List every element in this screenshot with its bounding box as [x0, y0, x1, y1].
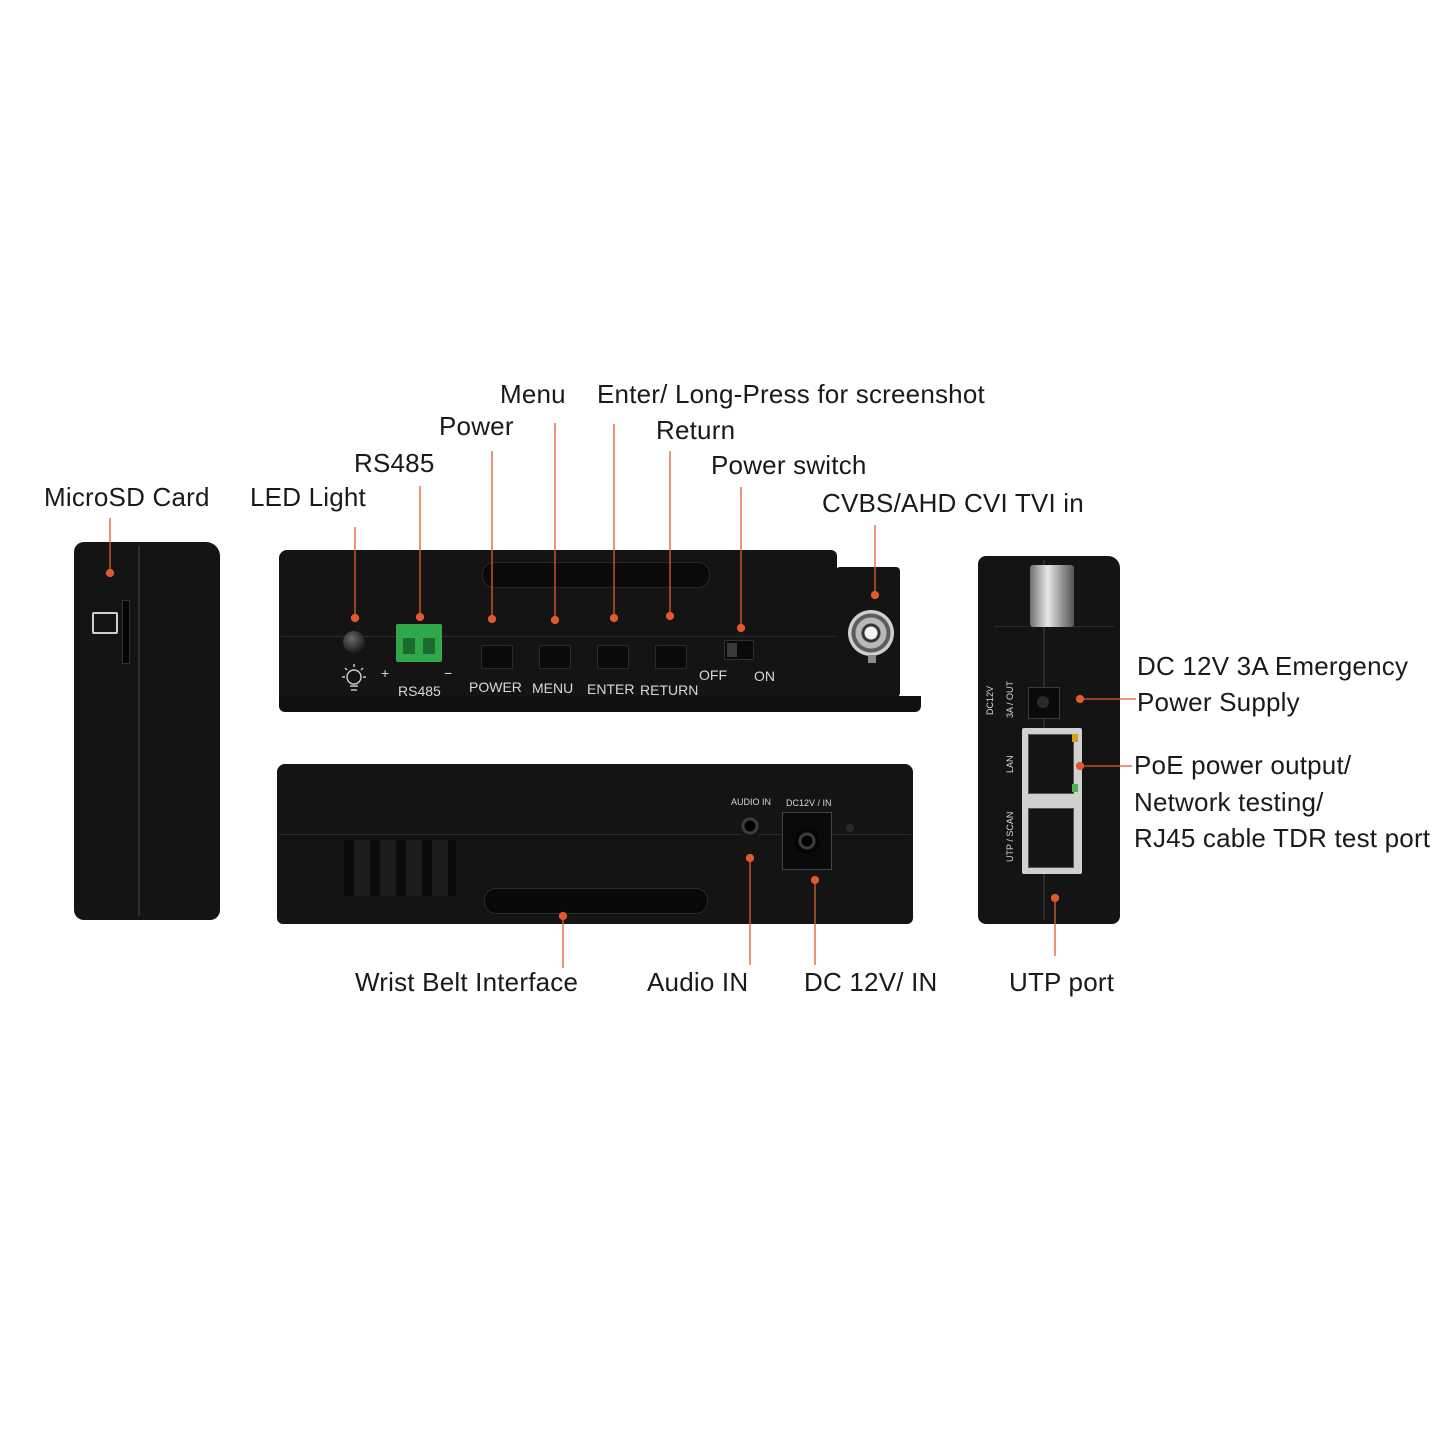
microsd-slot[interactable]	[122, 600, 130, 664]
label-poe-line-1: PoE power output/	[1134, 750, 1352, 780]
bottom-view-vents	[344, 840, 456, 896]
silk-rs485: RS485	[398, 683, 441, 699]
rj45-block	[1022, 728, 1082, 874]
label-cvbs-in: CVBS/AHD CVI TVI in	[822, 488, 1084, 518]
lan-led-amber	[1072, 784, 1078, 792]
return-button[interactable]	[655, 645, 687, 669]
label-audio-in: Audio IN	[647, 967, 749, 997]
lan-port[interactable]	[1028, 734, 1074, 794]
power-button[interactable]	[481, 645, 513, 669]
label-utp-port: UTP port	[1009, 967, 1115, 997]
menu-button[interactable]	[539, 645, 571, 669]
label-dc-emergency-line-1: DC 12V 3A Emergency	[1137, 651, 1409, 681]
bnc-connector[interactable]	[848, 610, 894, 656]
label-power: Power	[439, 411, 514, 441]
left-side-seam	[138, 546, 140, 916]
label-wrist-belt: Wrist Belt Interface	[355, 967, 579, 997]
enter-button[interactable]	[597, 645, 629, 669]
silk-on: ON	[754, 668, 775, 684]
audio-in-jack[interactable]	[738, 814, 762, 838]
utp-port[interactable]	[1028, 808, 1074, 868]
top-view-groove	[482, 562, 710, 588]
left-side-view	[74, 542, 220, 920]
silk-plus: +	[381, 665, 390, 681]
label-enter: Enter/ Long-Press for screenshot	[597, 379, 985, 409]
silk-off: OFF	[699, 667, 727, 683]
bnc-side-connector[interactable]	[1030, 565, 1074, 627]
dc-out-jack[interactable]	[1028, 687, 1060, 719]
microsd-card-icon	[92, 612, 118, 634]
label-led-light: LED Light	[250, 482, 366, 512]
label-poe-line-2: Network testing/	[1134, 787, 1324, 817]
silk-enter: ENTER	[587, 681, 635, 697]
label-return: Return	[656, 415, 736, 445]
label-dc-in: DC 12V/ IN	[804, 967, 938, 997]
dc-out-jack-hole	[1037, 696, 1049, 708]
lan-led-green	[1072, 734, 1078, 742]
silk-return: RETURN	[640, 682, 699, 698]
label-microsd-card: MicroSD Card	[44, 482, 210, 512]
rs485-terminal-pin-2	[423, 638, 435, 654]
bottom-view-small-hole	[846, 824, 854, 832]
wrist-belt-slot	[484, 888, 708, 914]
silk-menu: MENU	[532, 680, 574, 696]
dc-in-jack-hole	[794, 828, 820, 854]
led-light-lens	[343, 631, 365, 653]
silk-minus: −	[444, 665, 453, 681]
label-dc-emergency-line-2: Power Supply	[1137, 687, 1300, 717]
power-switch[interactable]	[724, 640, 754, 660]
bnc-stem	[868, 655, 876, 663]
power-switch-slider	[727, 643, 737, 657]
bottom-view-seam	[279, 834, 911, 835]
silk-dc12v-in: DC12V / IN	[786, 798, 832, 808]
dc-in-jack[interactable]	[782, 812, 832, 870]
label-menu: Menu	[500, 379, 566, 409]
label-power-switch: Power switch	[711, 450, 867, 480]
rs485-terminal[interactable]	[396, 624, 442, 662]
silk-power: POWER	[469, 679, 522, 695]
label-poe-line-3: RJ45 cable TDR test port	[1134, 823, 1431, 853]
top-view-bottom-lip	[279, 696, 921, 712]
label-rs485: RS485	[354, 448, 435, 478]
silk-audio-in: AUDIO IN	[731, 797, 772, 807]
top-view-seam	[281, 636, 835, 637]
rs485-terminal-pin-1	[403, 638, 415, 654]
